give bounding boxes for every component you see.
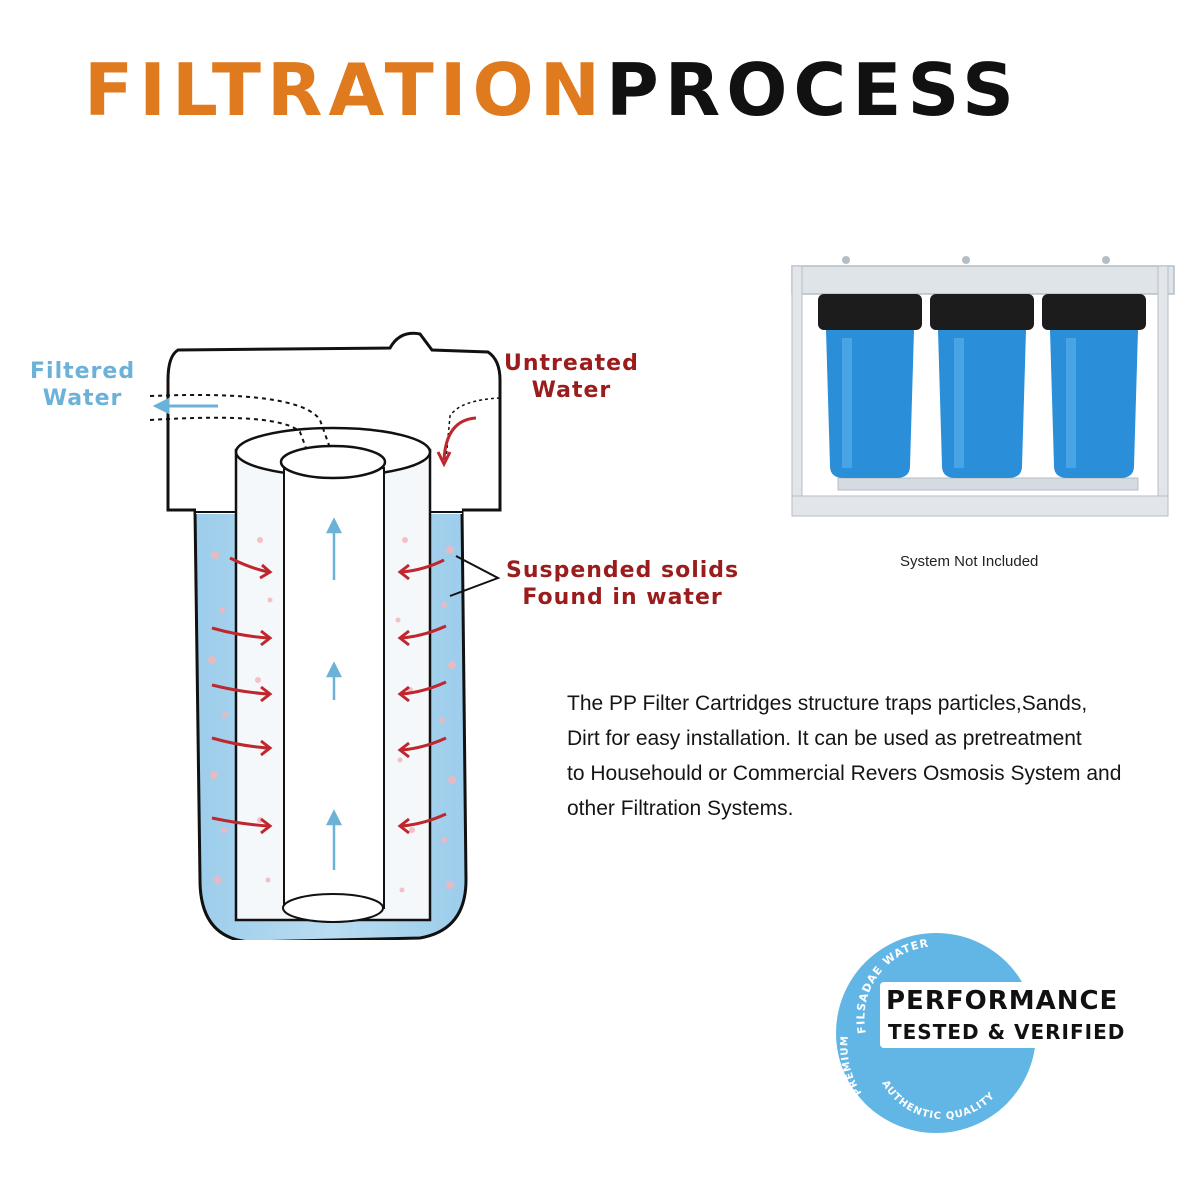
title-filtration: FILTRATION [84, 48, 606, 132]
svg-text:PREMIUM: PREMIUM [839, 1035, 864, 1097]
badge-subtitle: TESTED & VERIFIED [888, 1020, 1126, 1044]
filter-housing-2 [930, 294, 1034, 478]
untreated-water-label: Untreated Water [504, 351, 639, 403]
suspended-solids-label: Suspended solids Found in water [506, 558, 740, 610]
badge-title: PERFORMANCE [886, 986, 1119, 1016]
inflow-arrow-icon [436, 416, 477, 468]
page-title: FILTRATIONPROCESS [84, 40, 1020, 140]
filter-housing-3 [1042, 294, 1146, 478]
filtered-water-label: Filtered Water [30, 359, 136, 411]
label-pointer [449, 555, 501, 597]
upward-flow-arrow-icon [325, 517, 343, 870]
badge-ring-left: PREMIUM [839, 1035, 863, 1097]
svg-text:AUTHENTIC QUALITY: AUTHENTIC QUALITY [879, 1079, 997, 1122]
system-photo [791, 256, 1175, 517]
particles [208, 537, 456, 893]
outlet-pipe [149, 394, 331, 449]
filter-cutaway-diagram [149, 331, 502, 940]
inflow-arrow-icon [397, 558, 447, 835]
system-caption: System Not Included [900, 553, 1039, 570]
badge-ring-bottom: AUTHENTIC QUALITY [879, 1079, 996, 1122]
title-process: PROCESS [606, 48, 1020, 132]
badge-label-box [880, 982, 1148, 1048]
description: The PP Filter Cartridges structure traps… [567, 692, 1122, 820]
outflow-arrow-icon [152, 397, 218, 415]
filter-housing-1 [818, 294, 922, 478]
inflow-arrow-icon [211, 556, 273, 835]
